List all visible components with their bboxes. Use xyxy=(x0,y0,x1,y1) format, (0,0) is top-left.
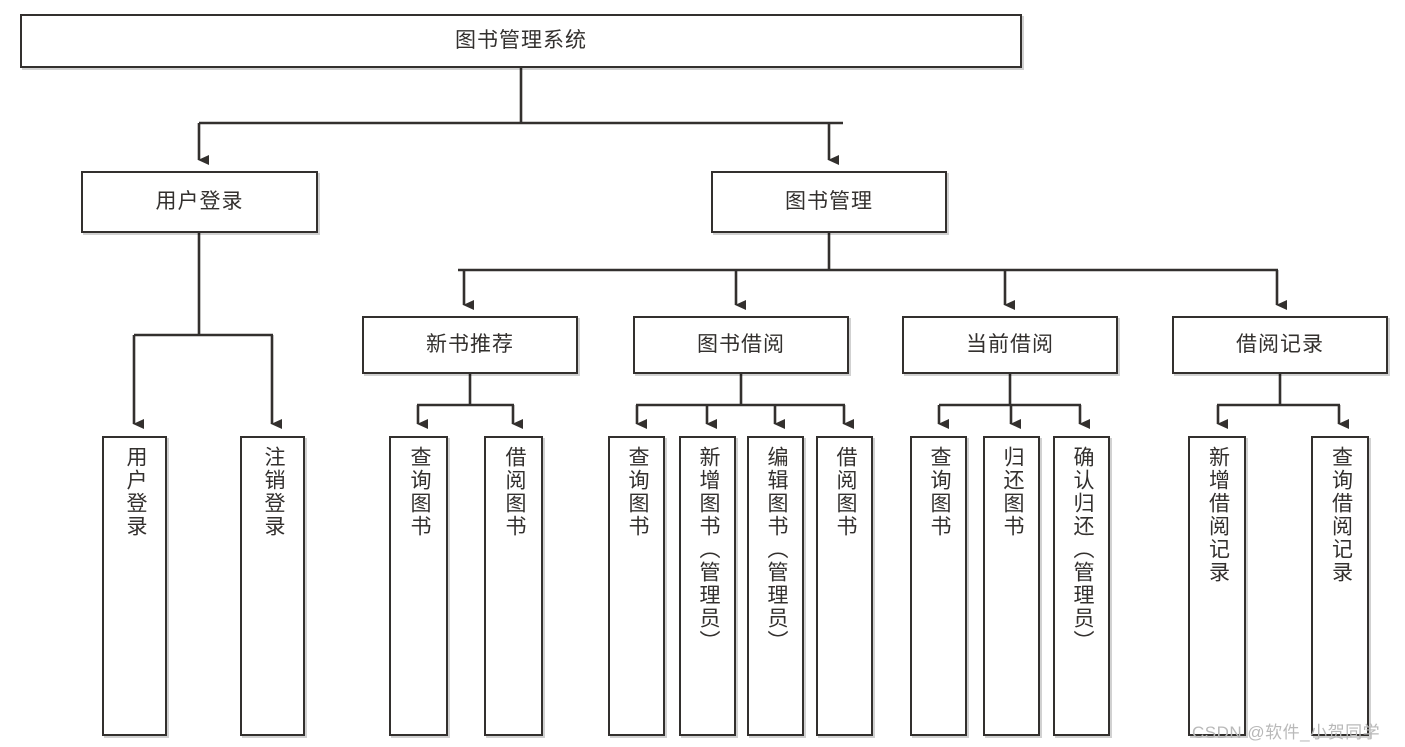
node-leaf-borrow-book-2[interactable]: 借阅图书 xyxy=(816,436,873,736)
node-user-login-label: 用户登录 xyxy=(155,189,244,213)
node-leaf-query-book-1[interactable]: 查询图书 xyxy=(389,436,448,736)
node-leaf-confirm-return-label: 确认归还（管理员） xyxy=(1070,446,1094,653)
node-book-manage-label: 图书管理 xyxy=(785,189,873,213)
node-leaf-return-book-label: 归还图书 xyxy=(1000,446,1024,538)
node-leaf-query-book-2[interactable]: 查询图书 xyxy=(608,436,665,736)
node-leaf-edit-book-label: 编辑图书（管理员） xyxy=(764,446,788,653)
node-borrow-record[interactable]: 借阅记录 xyxy=(1172,316,1388,374)
node-leaf-borrow-book-1[interactable]: 借阅图书 xyxy=(484,436,543,736)
node-leaf-add-book[interactable]: 新增图书（管理员） xyxy=(679,436,736,736)
node-root[interactable]: 图书管理系统 xyxy=(20,14,1022,68)
node-leaf-query-record[interactable]: 查询借阅记录 xyxy=(1311,436,1369,736)
node-leaf-user-login-label: 用户登录 xyxy=(123,446,147,538)
node-leaf-add-record[interactable]: 新增借阅记录 xyxy=(1188,436,1246,736)
node-user-login[interactable]: 用户登录 xyxy=(81,171,318,233)
node-leaf-borrow-book-1-label: 借阅图书 xyxy=(502,446,526,538)
node-leaf-query-book-3-label: 查询图书 xyxy=(927,446,951,538)
node-borrow-record-label: 借阅记录 xyxy=(1236,332,1324,356)
node-leaf-query-book-3[interactable]: 查询图书 xyxy=(910,436,967,736)
node-book-borrow[interactable]: 图书借阅 xyxy=(633,316,849,374)
node-leaf-user-logout[interactable]: 注销登录 xyxy=(240,436,305,736)
node-leaf-add-record-label: 新增借阅记录 xyxy=(1206,446,1230,584)
node-book-borrow-label: 图书借阅 xyxy=(697,332,785,356)
node-leaf-add-book-label: 新增图书（管理员） xyxy=(696,446,720,653)
node-current-borrow-label: 当前借阅 xyxy=(966,332,1054,356)
node-leaf-query-book-1-label: 查询图书 xyxy=(407,446,431,538)
node-new-book-rec-label: 新书推荐 xyxy=(426,332,514,356)
node-leaf-query-record-label: 查询借阅记录 xyxy=(1329,446,1353,584)
node-new-book-rec[interactable]: 新书推荐 xyxy=(362,316,578,374)
node-leaf-user-logout-label: 注销登录 xyxy=(261,446,285,538)
node-current-borrow[interactable]: 当前借阅 xyxy=(902,316,1118,374)
node-leaf-query-book-2-label: 查询图书 xyxy=(625,446,649,538)
node-leaf-borrow-book-2-label: 借阅图书 xyxy=(833,446,857,538)
node-book-manage[interactable]: 图书管理 xyxy=(711,171,947,233)
csdn-watermark: CSDN @软件_小贺同学 xyxy=(1192,723,1381,742)
node-leaf-return-book[interactable]: 归还图书 xyxy=(983,436,1040,736)
node-leaf-user-login[interactable]: 用户登录 xyxy=(102,436,167,736)
node-leaf-edit-book[interactable]: 编辑图书（管理员） xyxy=(747,436,804,736)
node-leaf-confirm-return[interactable]: 确认归还（管理员） xyxy=(1053,436,1110,736)
node-root-label: 图书管理系统 xyxy=(455,28,587,52)
